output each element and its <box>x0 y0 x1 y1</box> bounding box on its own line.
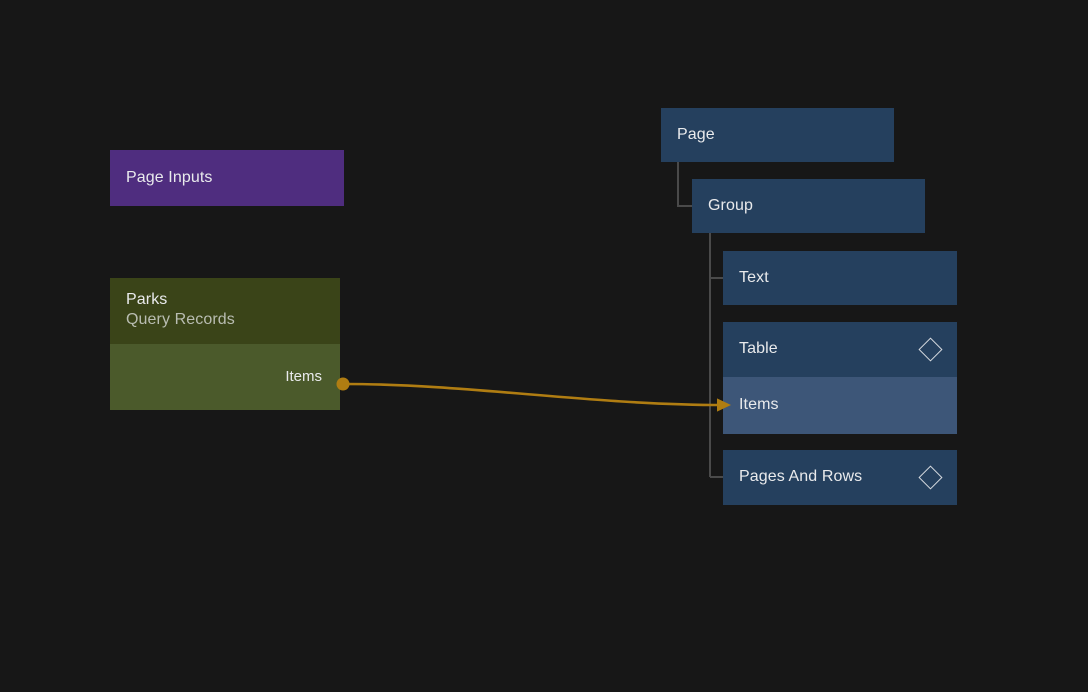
diamond-icon <box>918 337 943 362</box>
node-pages-and-rows-title: Pages And Rows <box>739 468 863 486</box>
node-group-title: Group <box>708 196 753 214</box>
node-page[interactable]: Page <box>661 108 894 162</box>
node-page-inputs[interactable]: Page Inputs <box>110 150 344 206</box>
diamond-icon <box>918 465 943 490</box>
node-parks-header: Parks Query Records <box>110 278 340 344</box>
node-parks-title: Parks <box>126 291 168 308</box>
connector-page-to-group <box>677 162 692 207</box>
node-parks-subtitle: Query Records <box>126 311 235 329</box>
node-parks-output-port[interactable]: Items <box>110 344 340 410</box>
node-parks[interactable]: Parks Query Records Items <box>110 278 340 410</box>
node-items[interactable]: Items <box>723 377 957 434</box>
node-group[interactable]: Group <box>692 179 925 233</box>
node-page-inputs-title: Page Inputs <box>126 168 213 186</box>
node-text-title: Text <box>739 268 769 286</box>
node-table[interactable]: Table <box>723 322 957 377</box>
node-text[interactable]: Text <box>723 251 957 305</box>
edge-path <box>342 382 726 407</box>
node-table-title: Table <box>739 340 778 358</box>
node-page-title: Page <box>677 125 715 143</box>
node-parks-port-label: Items <box>285 368 322 386</box>
node-pages-and-rows[interactable]: Pages And Rows <box>723 450 957 505</box>
node-items-title: Items <box>739 396 779 414</box>
